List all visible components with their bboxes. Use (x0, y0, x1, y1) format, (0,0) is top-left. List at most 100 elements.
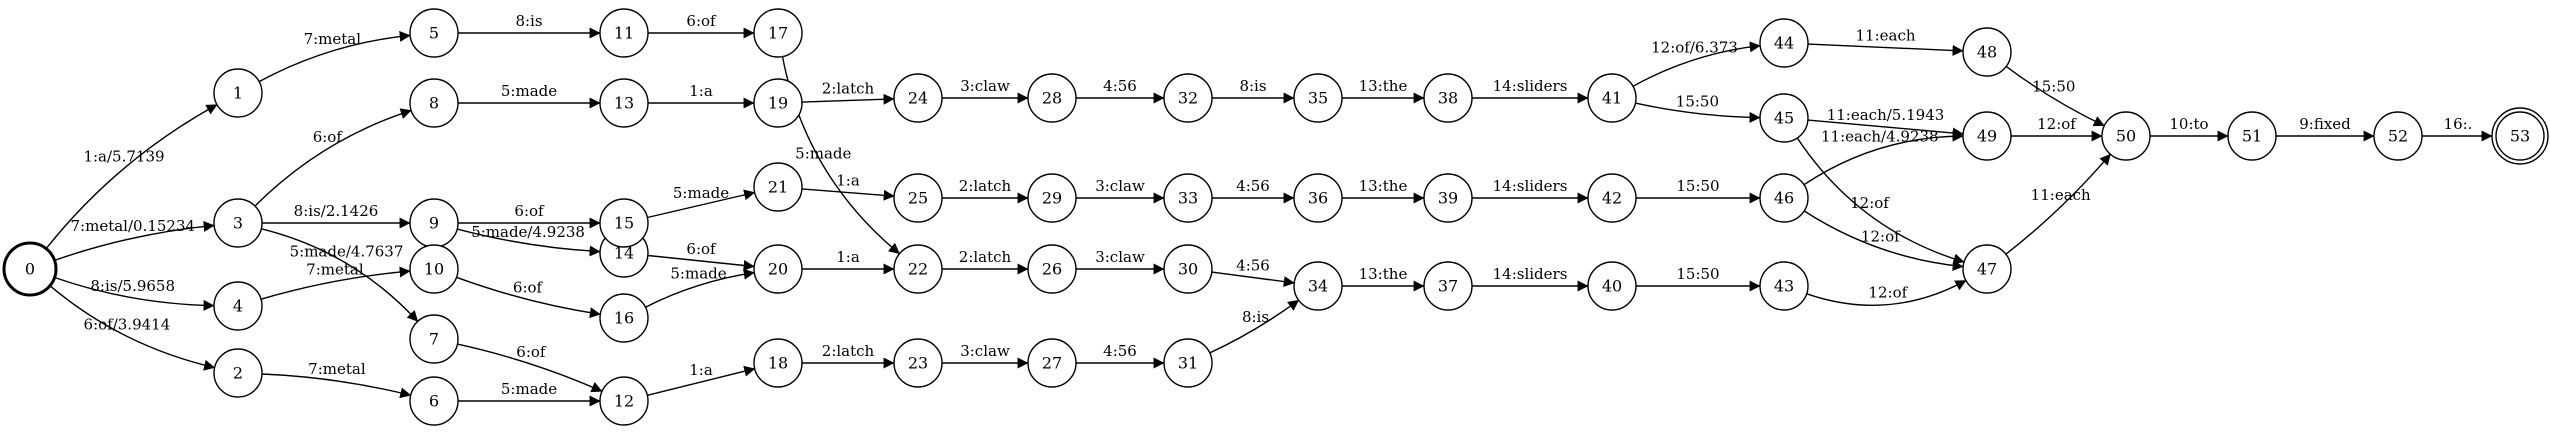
edge-0-2 (49, 285, 216, 371)
edge-44-48 (1807, 43, 1964, 56)
state-node-4: 4 (213, 281, 263, 331)
edge-label-5-11: 8:is (515, 12, 542, 30)
state-label-52: 52 (2388, 127, 2408, 146)
state-label-50: 50 (2116, 127, 2136, 146)
state-node-30: 30 (1163, 244, 1213, 294)
state-label-20: 20 (768, 260, 788, 279)
state-node-8: 8 (409, 78, 459, 128)
edge-label-9-14: 5:made/4.9238 (471, 223, 585, 241)
state-label-32: 32 (1178, 89, 1198, 108)
state-node-42: 42 (1587, 173, 1637, 223)
edge-21-25 (801, 188, 895, 201)
state-label-18: 18 (768, 354, 788, 373)
edge-45-47 (1796, 137, 1965, 265)
state-label-1: 1 (233, 84, 243, 103)
edge-14-20 (647, 254, 755, 271)
edge-10-16 (456, 276, 601, 319)
edge-label-16-20: 5:made (670, 265, 726, 283)
state-node-13: 13 (599, 78, 649, 128)
edge-19-24 (801, 93, 895, 105)
edge-label-42-46: 15:50 (1676, 177, 1719, 195)
edge-46-47 (1803, 210, 1964, 272)
edge-label-43-47: 12:of (1868, 284, 1908, 302)
state-label-25: 25 (908, 189, 928, 208)
edge-label-37-40: 14:sliders (1493, 265, 1568, 283)
edge-label-9-15: 6:of (514, 202, 545, 220)
edge-41-45 (1635, 102, 1761, 123)
edge-label-23-27: 3:claw (960, 342, 1010, 360)
edge-48-50 (2005, 65, 2105, 127)
edge-9-14 (457, 228, 601, 257)
state-node-11: 11 (599, 8, 649, 58)
state-node-39: 39 (1423, 173, 1473, 223)
edge-label-19-24: 2:latch (822, 80, 875, 98)
edge-label-8-13: 5:made (501, 82, 557, 100)
state-node-32: 32 (1163, 73, 1213, 123)
edge-label-52-53: 16:. (2444, 115, 2473, 133)
state-node-45: 45 (1759, 93, 1809, 143)
state-node-40: 40 (1587, 261, 1637, 311)
state-node-6: 6 (409, 376, 459, 426)
state-node-43: 43 (1759, 261, 1809, 311)
state-label-2: 2 (233, 364, 243, 383)
edge-label-47-50: 11:each (2031, 186, 2091, 204)
state-node-50: 50 (2101, 111, 2151, 161)
edge-label-13-19: 1:a (689, 82, 713, 100)
state-label-34: 34 (1308, 277, 1328, 296)
state-label-22: 22 (908, 260, 928, 279)
edge-label-0-1: 1:a/5.7139 (83, 147, 164, 165)
state-label-14: 14 (614, 244, 634, 263)
edge-label-20-22: 1:a (836, 248, 860, 266)
state-label-42: 42 (1602, 189, 1622, 208)
state-node-52: 52 (2373, 111, 2423, 161)
edge-label-3-8: 6:of (313, 128, 344, 146)
edge-4-10 (260, 266, 411, 300)
state-node-23: 23 (893, 338, 943, 388)
edge-45-49 (1807, 119, 1964, 139)
edge-0-3 (54, 220, 215, 262)
state-node-9: 9 (409, 198, 459, 248)
state-label-13: 13 (614, 94, 634, 113)
state-node-0: 0 (2, 241, 58, 297)
state-label-15: 15 (614, 214, 634, 233)
edge-43-47 (1806, 279, 1967, 306)
edge-label-7-12: 6:of (516, 343, 547, 361)
edge-0-4 (54, 276, 215, 311)
state-label-16: 16 (614, 309, 634, 328)
edge-label-26-30: 3:claw (1095, 248, 1145, 266)
edge-label-10-16: 6:of (513, 278, 544, 296)
state-label-30: 30 (1178, 260, 1198, 279)
state-node-19: 19 (753, 78, 803, 128)
state-node-20: 20 (753, 244, 803, 294)
state-label-4: 4 (233, 297, 243, 316)
edge-label-12-18: 1:a (689, 361, 713, 379)
state-label-53: 53 (2510, 127, 2530, 146)
state-label-49: 49 (1977, 127, 1997, 146)
state-label-43: 43 (1774, 277, 1794, 296)
state-label-31: 31 (1178, 354, 1198, 373)
edge-label-2-6: 7:metal (308, 360, 366, 378)
state-label-36: 36 (1308, 189, 1328, 208)
edge-label-17-22: 5:made (795, 145, 851, 163)
state-label-17: 17 (768, 24, 788, 43)
edge-label-0-4: 8:is/5.9658 (90, 277, 175, 295)
edge-16-20 (645, 268, 755, 308)
state-label-10: 10 (424, 260, 444, 279)
state-label-46: 46 (1774, 189, 1794, 208)
edge-label-44-48: 11:each (1855, 27, 1915, 45)
edge-label-41-44: 12:of/6.373 (1651, 39, 1738, 57)
state-label-40: 40 (1602, 277, 1622, 296)
edge-label-22-26: 2:latch (959, 248, 1012, 266)
state-node-16: 16 (599, 293, 649, 343)
edge-2-6 (261, 373, 412, 399)
edge-label-32-35: 8:is (1239, 77, 1266, 95)
edge-0-1 (45, 103, 218, 250)
state-node-21: 21 (753, 162, 803, 212)
state-label-26: 26 (1042, 260, 1062, 279)
state-label-38: 38 (1438, 89, 1458, 108)
edge-15-21 (647, 189, 756, 219)
state-node-12: 12 (599, 376, 649, 426)
edge-label-21-25: 1:a (836, 172, 860, 190)
state-label-0: 0 (25, 260, 35, 279)
state-node-10: 10 (409, 244, 459, 294)
